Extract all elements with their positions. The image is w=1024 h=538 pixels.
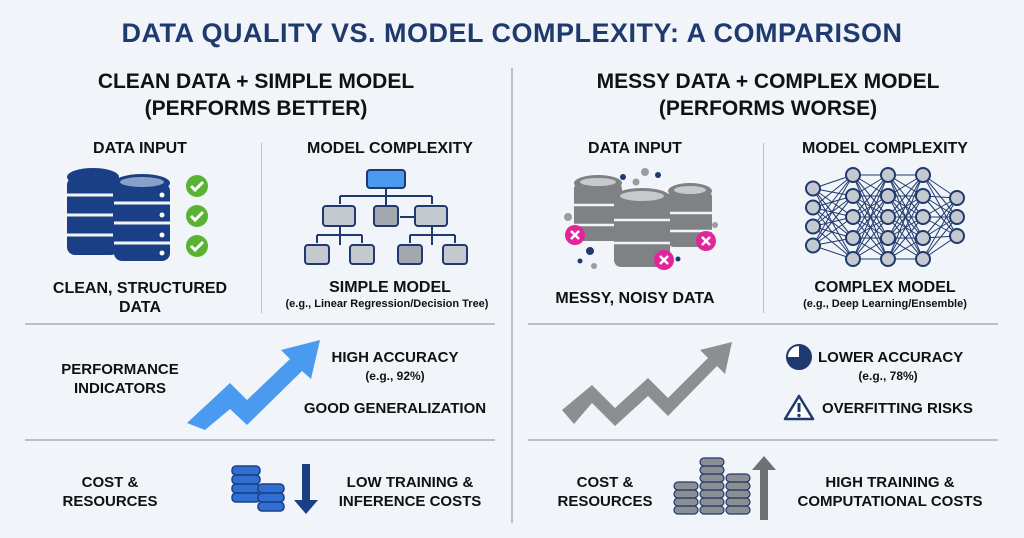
lower-accuracy-label: LOWER ACCURACY bbox=[818, 349, 964, 366]
left-data-input-heading: DATA INPUT bbox=[93, 140, 187, 157]
clean-data-label-line2: DATA bbox=[118, 299, 162, 316]
network-node bbox=[915, 209, 931, 225]
left-model-complexity-heading: MODEL COMPLEXITY bbox=[307, 140, 473, 157]
network-node bbox=[805, 180, 821, 197]
network-node bbox=[915, 251, 931, 267]
lower-accuracy-value: (e.g., 78%) bbox=[858, 369, 918, 383]
network-node bbox=[915, 230, 931, 246]
left-heading-line1: CLEAN DATA + SIMPLE MODEL bbox=[97, 70, 415, 93]
trend-up-gray-icon bbox=[562, 342, 732, 426]
simple-model-example: (e.g., Linear Regression/Decision Tree) bbox=[285, 298, 489, 310]
overfitting-risks-label: OVERFITTING RISKS bbox=[822, 400, 973, 417]
network-node bbox=[915, 167, 931, 183]
left-row-divider-1 bbox=[25, 323, 495, 325]
messy-data-label: MESSY, NOISY DATA bbox=[555, 290, 715, 307]
center-divider bbox=[511, 68, 513, 523]
coin bbox=[673, 505, 699, 515]
coin bbox=[699, 489, 725, 499]
network-node bbox=[880, 188, 896, 204]
right-cost-line2: RESOURCES bbox=[557, 493, 653, 510]
coins-and-up-arrow-icon bbox=[673, 456, 776, 520]
clean-data-label-line1: CLEAN, STRUCTURED bbox=[52, 280, 228, 297]
page-title: DATA QUALITY VS. MODEL COMPLEXITY: A COM… bbox=[121, 18, 903, 48]
left-heading: CLEAN DATA + SIMPLE MODEL (PERFORMS BETT… bbox=[0, 68, 512, 122]
left-heading-line2: (PERFORMS BETTER) bbox=[144, 97, 368, 120]
right-cost-line1: COST & bbox=[576, 474, 634, 491]
coins-and-down-arrow-icon bbox=[231, 464, 318, 514]
low-cost-label: LOW TRAINING & INFERENCE COSTS bbox=[330, 473, 490, 511]
network-node bbox=[880, 230, 896, 246]
network-node bbox=[845, 251, 861, 267]
clean-database-icon bbox=[67, 168, 170, 261]
network-node bbox=[845, 209, 861, 225]
network-node bbox=[845, 188, 861, 204]
simple-model-label: SIMPLE MODEL bbox=[329, 279, 451, 296]
right-heading: MESSY DATA + COMPLEX MODEL (PERFORMS WOR… bbox=[512, 68, 1024, 122]
good-generalization-label: GOOD GENERALIZATION bbox=[303, 400, 487, 417]
coin bbox=[699, 457, 725, 467]
right-row-divider-1 bbox=[528, 323, 998, 325]
trend-up-blue-icon bbox=[187, 340, 320, 430]
high-cost-label: HIGH TRAINING & COMPUTATIONAL COSTS bbox=[780, 473, 1000, 511]
network-node bbox=[805, 237, 821, 254]
left-cost-line1: COST & bbox=[81, 474, 139, 491]
network-node bbox=[949, 190, 965, 206]
complex-model-example: (e.g., Deep Learning/Ensemble) bbox=[803, 298, 967, 310]
low-cost-line1: LOW TRAINING & bbox=[346, 474, 474, 491]
right-model-complexity-heading: MODEL COMPLEXITY bbox=[802, 140, 968, 157]
network-node bbox=[845, 167, 861, 183]
network-node bbox=[880, 167, 896, 183]
coin bbox=[725, 497, 751, 507]
right-cost-label: COST & RESOURCES bbox=[540, 473, 670, 511]
coin bbox=[725, 505, 751, 515]
right-heading-line2: (PERFORMS WORSE) bbox=[658, 97, 878, 120]
network-node bbox=[880, 209, 896, 225]
right-sub-divider bbox=[763, 143, 764, 313]
network-node bbox=[845, 230, 861, 246]
network-node bbox=[915, 188, 931, 204]
left-sub-divider bbox=[261, 143, 262, 313]
check-icons bbox=[186, 175, 208, 257]
coin bbox=[699, 465, 725, 475]
up-arrow-icon bbox=[752, 456, 776, 520]
complex-model-label: COMPLEX MODEL bbox=[814, 279, 956, 296]
coin bbox=[699, 481, 725, 491]
network-node bbox=[949, 209, 965, 225]
network-node bbox=[880, 251, 896, 267]
right-row-divider-2 bbox=[528, 439, 998, 441]
coin bbox=[699, 505, 725, 515]
low-cost-line2: INFERENCE COSTS bbox=[338, 493, 482, 510]
high-accuracy-label: HIGH ACCURACY bbox=[331, 349, 459, 366]
high-accuracy-value: (e.g., 92%) bbox=[365, 369, 425, 383]
left-cost-line2: RESOURCES bbox=[62, 493, 158, 510]
coin bbox=[725, 489, 751, 499]
right-data-input-heading: DATA INPUT bbox=[588, 140, 682, 157]
left-cost-label: COST & RESOURCES bbox=[40, 473, 180, 511]
decision-tree-icon bbox=[304, 169, 468, 265]
performance-line2: INDICATORS bbox=[74, 380, 166, 397]
coin bbox=[673, 481, 699, 491]
right-heading-line1: MESSY DATA + COMPLEX MODEL bbox=[596, 70, 940, 93]
clean-data-label: CLEAN, STRUCTURED DATA bbox=[40, 279, 240, 317]
warning-icon bbox=[783, 394, 815, 421]
messy-database-icon bbox=[564, 168, 718, 270]
network-node bbox=[949, 228, 965, 244]
high-cost-line1: HIGH TRAINING & bbox=[825, 474, 955, 491]
coin bbox=[725, 481, 751, 491]
high-cost-line2: COMPUTATIONAL COSTS bbox=[797, 493, 983, 510]
neural-network-icon bbox=[805, 167, 965, 267]
coin bbox=[699, 497, 725, 507]
coin bbox=[699, 473, 725, 483]
coin bbox=[673, 497, 699, 507]
performance-indicators-label: PERFORMANCE INDICATORS bbox=[40, 360, 200, 398]
left-row-divider-2 bbox=[25, 439, 495, 441]
network-node bbox=[805, 199, 821, 216]
coin bbox=[725, 473, 751, 483]
pie-chart-icon bbox=[786, 344, 812, 370]
coin bbox=[673, 489, 699, 499]
network-node bbox=[805, 218, 821, 235]
performance-line1: PERFORMANCE bbox=[61, 361, 179, 378]
